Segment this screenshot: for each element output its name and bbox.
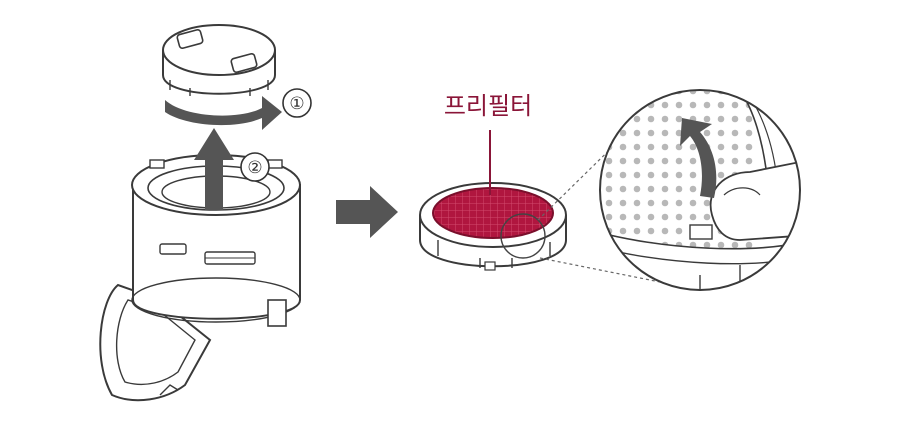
zoom-guides — [537, 119, 671, 285]
zoom-detail — [599, 89, 801, 291]
filter-cap — [162, 24, 276, 96]
svg-text:①: ① — [289, 94, 304, 114]
pre-filter-label: 프리필터 — [444, 92, 532, 120]
rotate-arrow-icon — [165, 96, 282, 130]
pre-filter — [419, 182, 567, 271]
pre-filter-callout: 프리필터 — [444, 92, 532, 195]
detail-marker — [500, 213, 546, 259]
hinged-lid — [99, 283, 212, 402]
up-arrow-icon — [194, 128, 234, 210]
svg-text:②: ② — [247, 158, 262, 178]
filter-housing — [99, 154, 301, 402]
curved-arrow-icon — [680, 118, 717, 198]
pre-filter-mesh — [432, 187, 554, 239]
right-arrow-icon — [336, 186, 398, 238]
step-1-marker: ① — [282, 88, 312, 118]
step-2-marker: ② — [240, 152, 270, 182]
